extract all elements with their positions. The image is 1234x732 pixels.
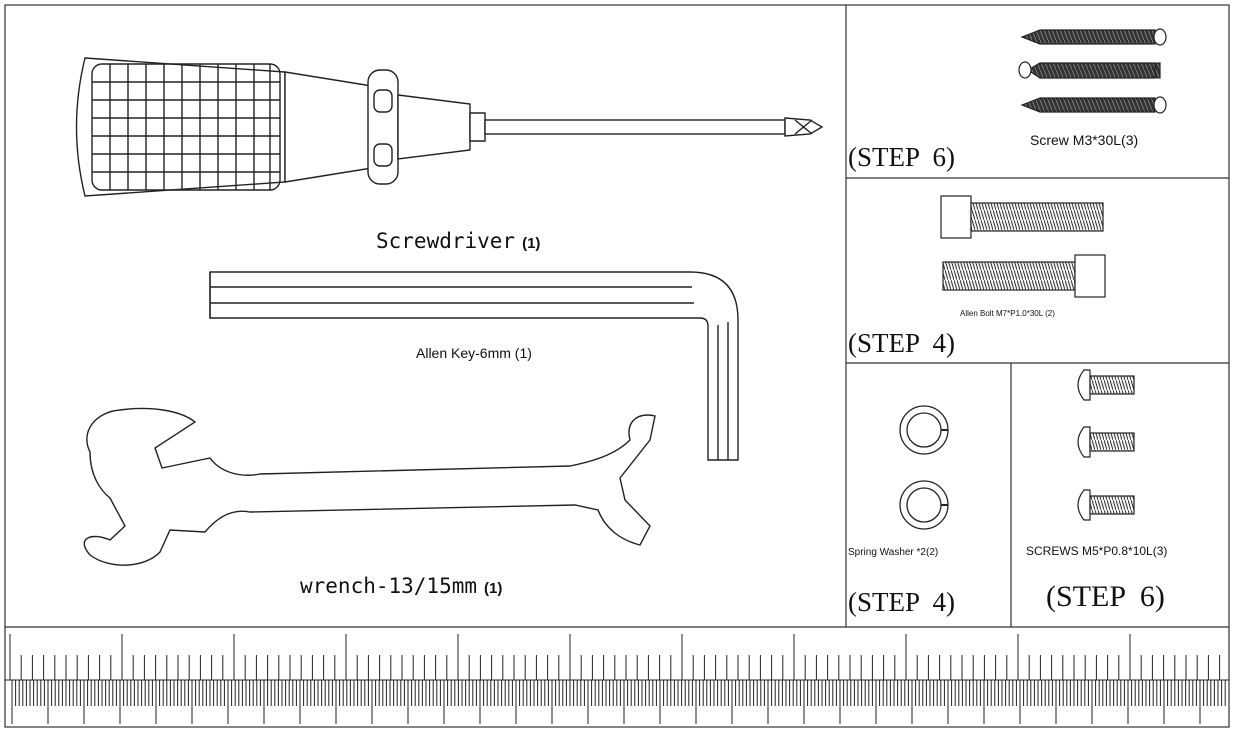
screw-m3-drawings — [1018, 28, 1167, 114]
spring-washer-label: Spring Washer *2(2) — [848, 547, 938, 558]
spring-washer-step: (STEP 4) — [848, 587, 955, 617]
wrench-drawing — [83, 407, 656, 566]
screw-m5-step: (STEP 6) — [1046, 580, 1165, 613]
allen-bolt-label: Allen Bolt M7*P1.0*30L (2) — [960, 309, 1055, 318]
wrench-label: wrench-13/15mm (1) — [300, 574, 502, 598]
screwdriver-label: Screwdriver (1) — [376, 229, 540, 253]
ruler — [5, 634, 1229, 724]
panel-grid — [4, 4, 1230, 728]
allen-bolt-drawings — [940, 195, 1106, 298]
allen-bolt-step: (STEP 4) — [848, 328, 955, 358]
screwdriver-drawing — [75, 57, 824, 197]
screw-m5-drawings — [1077, 369, 1135, 521]
allen-key-drawing — [209, 271, 739, 461]
screw-m5-label: SCREWS M5*P0.8*10L(3) — [1026, 544, 1167, 558]
screw-m3-label: Screw M3*30L(3) — [1030, 132, 1138, 148]
screwdriver-grip — [91, 63, 281, 191]
spring-washer-drawings — [899, 405, 949, 530]
allen-key-label: Allen Key-6mm (1) — [416, 345, 532, 361]
screw-m3-step: (STEP 6) — [848, 142, 955, 172]
